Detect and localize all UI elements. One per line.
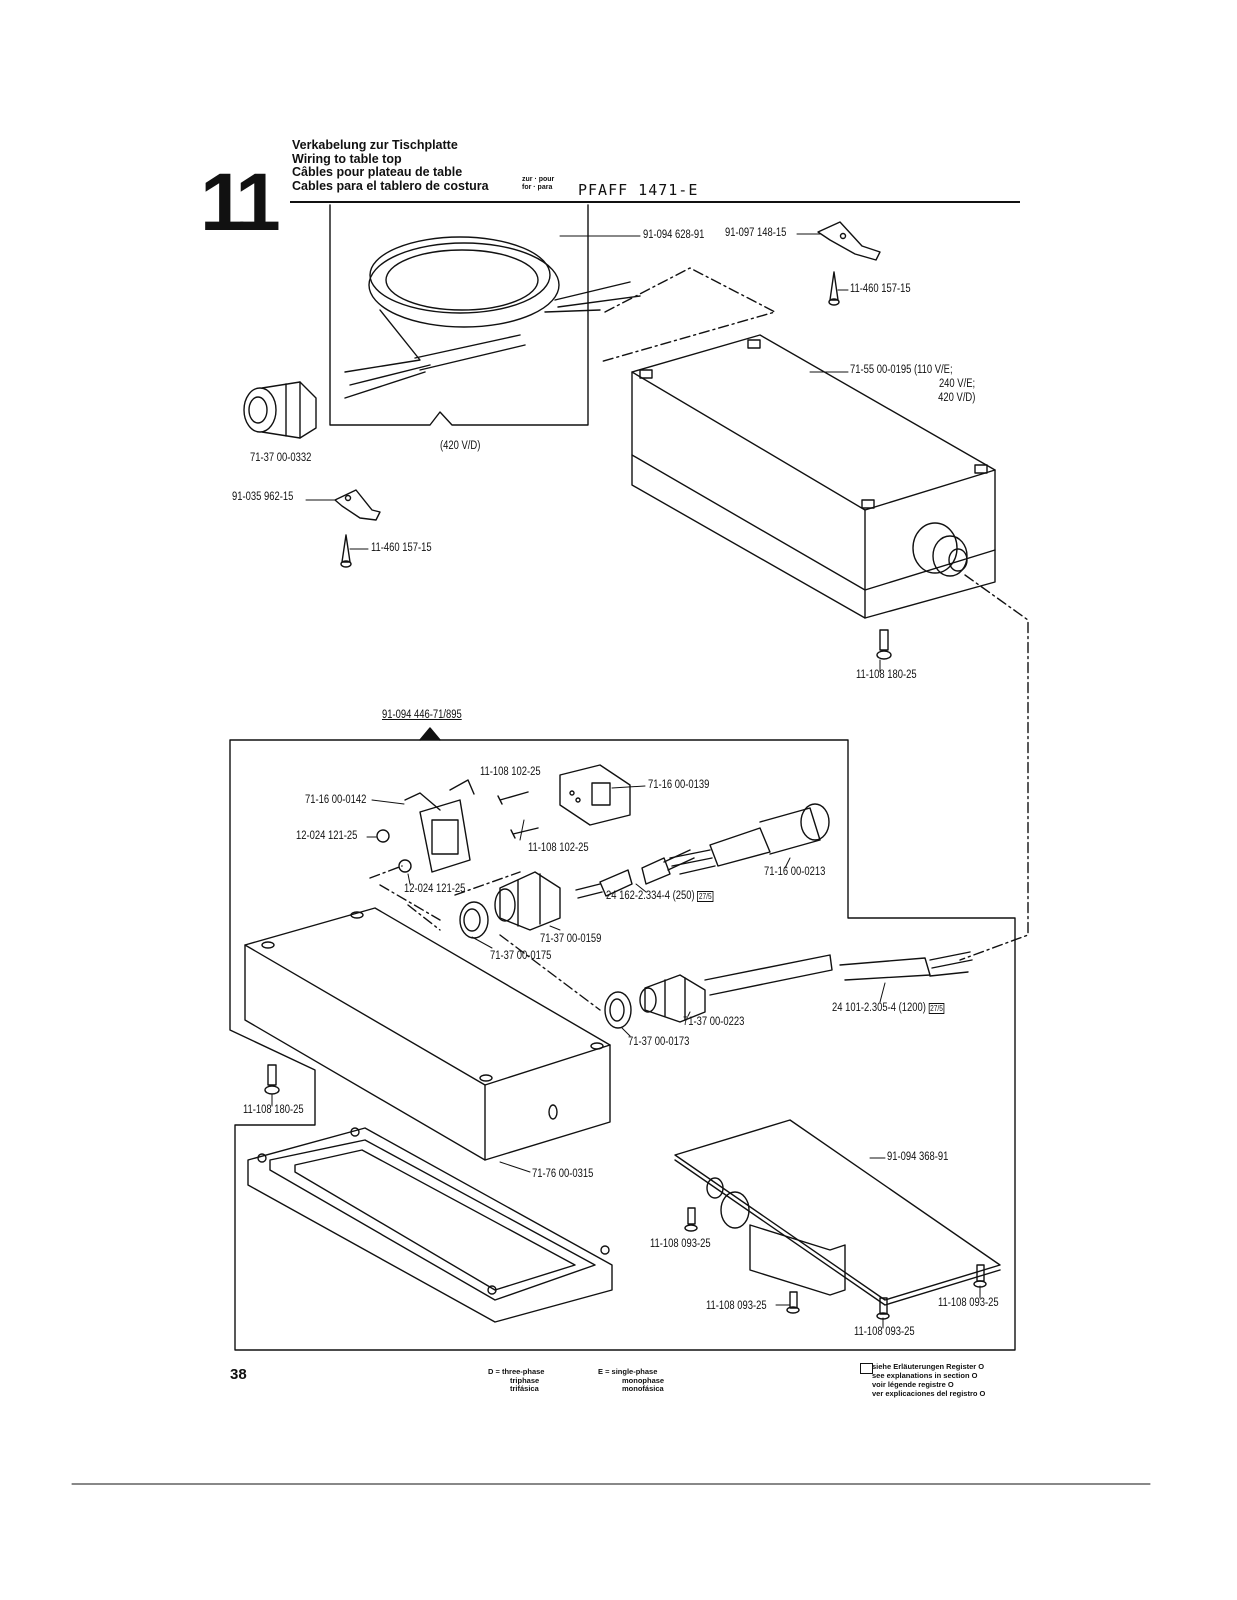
legend-e-line1: E = single-phase bbox=[598, 1367, 658, 1376]
title-french: Câbles pour plateau de table bbox=[292, 165, 463, 179]
title-german: Verkabelung zur Tischplatte bbox=[292, 138, 458, 152]
for-label: zur · pour for · para bbox=[522, 176, 554, 191]
label-71-16-0213: 71-16 00-0213 bbox=[764, 866, 826, 878]
label-71-37-0175: 71-37 00-0175 bbox=[490, 950, 552, 962]
gland-left bbox=[243, 381, 317, 439]
connector-insert bbox=[559, 764, 631, 826]
screw-102-a bbox=[497, 791, 529, 805]
coiled-cable bbox=[344, 236, 641, 399]
label-71-16-0139: 71-16 00-0139 bbox=[648, 779, 710, 791]
label-71-16-0142: 71-16 00-0142 bbox=[305, 794, 367, 806]
power-box bbox=[631, 334, 996, 619]
cable-inset-frame bbox=[329, 204, 589, 426]
register-note-de: siehe Erläuterungen Register O bbox=[872, 1362, 985, 1371]
label-91-094-446: 91-094 446-71/895 bbox=[382, 709, 462, 721]
gland-0223 bbox=[639, 974, 706, 1023]
assembly-frame bbox=[229, 739, 1016, 1351]
label-11-460-top: 11-460 157-15 bbox=[850, 283, 911, 295]
label-71-55-line2: 240 V/E; bbox=[938, 378, 975, 390]
title-english: Wiring to table top bbox=[292, 151, 402, 166]
register-notes: siehe Erläuterungen Register O see expla… bbox=[872, 1362, 985, 1398]
label-71-37-0332: 71-37 00-0332 bbox=[250, 452, 312, 464]
screw-093-a bbox=[684, 1207, 698, 1232]
nut-0175 bbox=[459, 901, 489, 939]
for-label-line1: zur · pour bbox=[522, 176, 555, 183]
legend-e-line2: monophase bbox=[622, 1375, 665, 1385]
box-lid bbox=[247, 1127, 613, 1323]
model-name: PFAFF 1471-E bbox=[578, 181, 699, 199]
legend-d-line2: triphase bbox=[510, 1375, 540, 1385]
label-91-097: 91-097 148-15 bbox=[725, 227, 787, 239]
screw-180-top bbox=[876, 629, 892, 660]
section-titles: Verkabelung zur Tischplatte Wiring to ta… bbox=[292, 138, 489, 193]
register-note-fr: voir légende registre O bbox=[872, 1380, 954, 1389]
label-24-162: 24 162-2.334-4 (250) 27/5 bbox=[606, 890, 714, 902]
label-71-55-line3: 420 V/D) bbox=[937, 392, 975, 404]
nut-0173 bbox=[604, 991, 632, 1029]
legend-d-line3: trifásica bbox=[510, 1384, 539, 1393]
label-12-024-b: 12-024 121-25 bbox=[404, 883, 466, 895]
label-11-108-102-b: 11-108 102-25 bbox=[528, 842, 589, 854]
label-11-108-180-top: 11-108 180-25 bbox=[856, 669, 917, 681]
label-91-094-628: 91-094 628-91 bbox=[643, 229, 705, 241]
wire-bundle bbox=[575, 849, 695, 899]
label-71-76-0315: 71-76 00-0315 bbox=[532, 1168, 594, 1180]
clamp-top bbox=[817, 221, 881, 261]
nut-121-b bbox=[398, 859, 412, 873]
long-cable bbox=[704, 951, 973, 996]
label-11-108-093-b: 11-108 093-25 bbox=[706, 1300, 767, 1312]
label-11-108-180-left: 11-108 180-25 bbox=[243, 1104, 304, 1116]
nut-121-a bbox=[376, 829, 390, 843]
legend-single-phase: E = single-phase monophase monofásica bbox=[598, 1367, 665, 1394]
label-11-460-left: 11-460 157-15 bbox=[371, 542, 432, 554]
label-91-094-368: 91-094 368-91 bbox=[887, 1151, 949, 1163]
label-71-37-0223: 71-37 00-0223 bbox=[683, 1016, 745, 1028]
for-label-line2: for · para bbox=[522, 183, 553, 191]
round-plug bbox=[669, 803, 830, 875]
label-11-108-093-d: 11-108 093-25 bbox=[938, 1297, 999, 1309]
connector-housing bbox=[404, 779, 475, 873]
label-cable-note: (420 V/D) bbox=[440, 440, 481, 452]
label-24-101: 24 101-2.305-4 (1200) 27/5 bbox=[832, 1002, 945, 1014]
label-11-108-093-c: 11-108 093-25 bbox=[854, 1326, 915, 1338]
register-note-es: ver explicaciones del registro O bbox=[872, 1389, 986, 1398]
screw-left bbox=[340, 534, 352, 568]
register-box-icon bbox=[860, 1363, 873, 1374]
label-71-37-0173: 71-37 00-0173 bbox=[628, 1036, 690, 1048]
screw-top bbox=[828, 271, 840, 306]
label-11-108-102-a: 11-108 102-25 bbox=[480, 766, 541, 778]
legend-e-line3: monofásica bbox=[622, 1384, 664, 1393]
label-71-37-0159: 71-37 00-0159 bbox=[540, 933, 602, 945]
gland-0159 bbox=[494, 871, 561, 931]
label-24-101-ref: 27/5 bbox=[928, 1003, 945, 1014]
register-note-en: see explanations in section O bbox=[872, 1371, 978, 1380]
legend-three-phase: D = three-phase triphase trifásica bbox=[488, 1367, 545, 1394]
screw-093-b bbox=[786, 1291, 800, 1314]
circuit-board bbox=[674, 1119, 1001, 1306]
screw-180-left bbox=[264, 1064, 280, 1095]
label-71-55-line1: 71-55 00-0195 (110 V/E; bbox=[850, 364, 953, 376]
label-24-162-ref: 27/5 bbox=[697, 891, 714, 902]
legend-d-line1: D = three-phase bbox=[488, 1367, 545, 1376]
title-spanish: Cables para el tablero de costura bbox=[292, 178, 489, 193]
label-11-108-093-a: 11-108 093-25 bbox=[650, 1238, 711, 1250]
clamp-left bbox=[334, 489, 381, 521]
label-24-162-text: 24 162-2.334-4 (250) bbox=[606, 890, 695, 902]
label-24-101-text: 24 101-2.305-4 (1200) bbox=[832, 1002, 926, 1014]
section-number: 11 bbox=[200, 157, 281, 248]
page-number: 38 bbox=[230, 1366, 247, 1383]
label-91-035: 91-035 962-15 bbox=[232, 491, 294, 503]
header-rule bbox=[290, 201, 1020, 203]
screw-102-b bbox=[510, 827, 539, 839]
enclosure-box bbox=[244, 907, 611, 1161]
label-12-024-a: 12-024 121-25 bbox=[296, 830, 358, 842]
